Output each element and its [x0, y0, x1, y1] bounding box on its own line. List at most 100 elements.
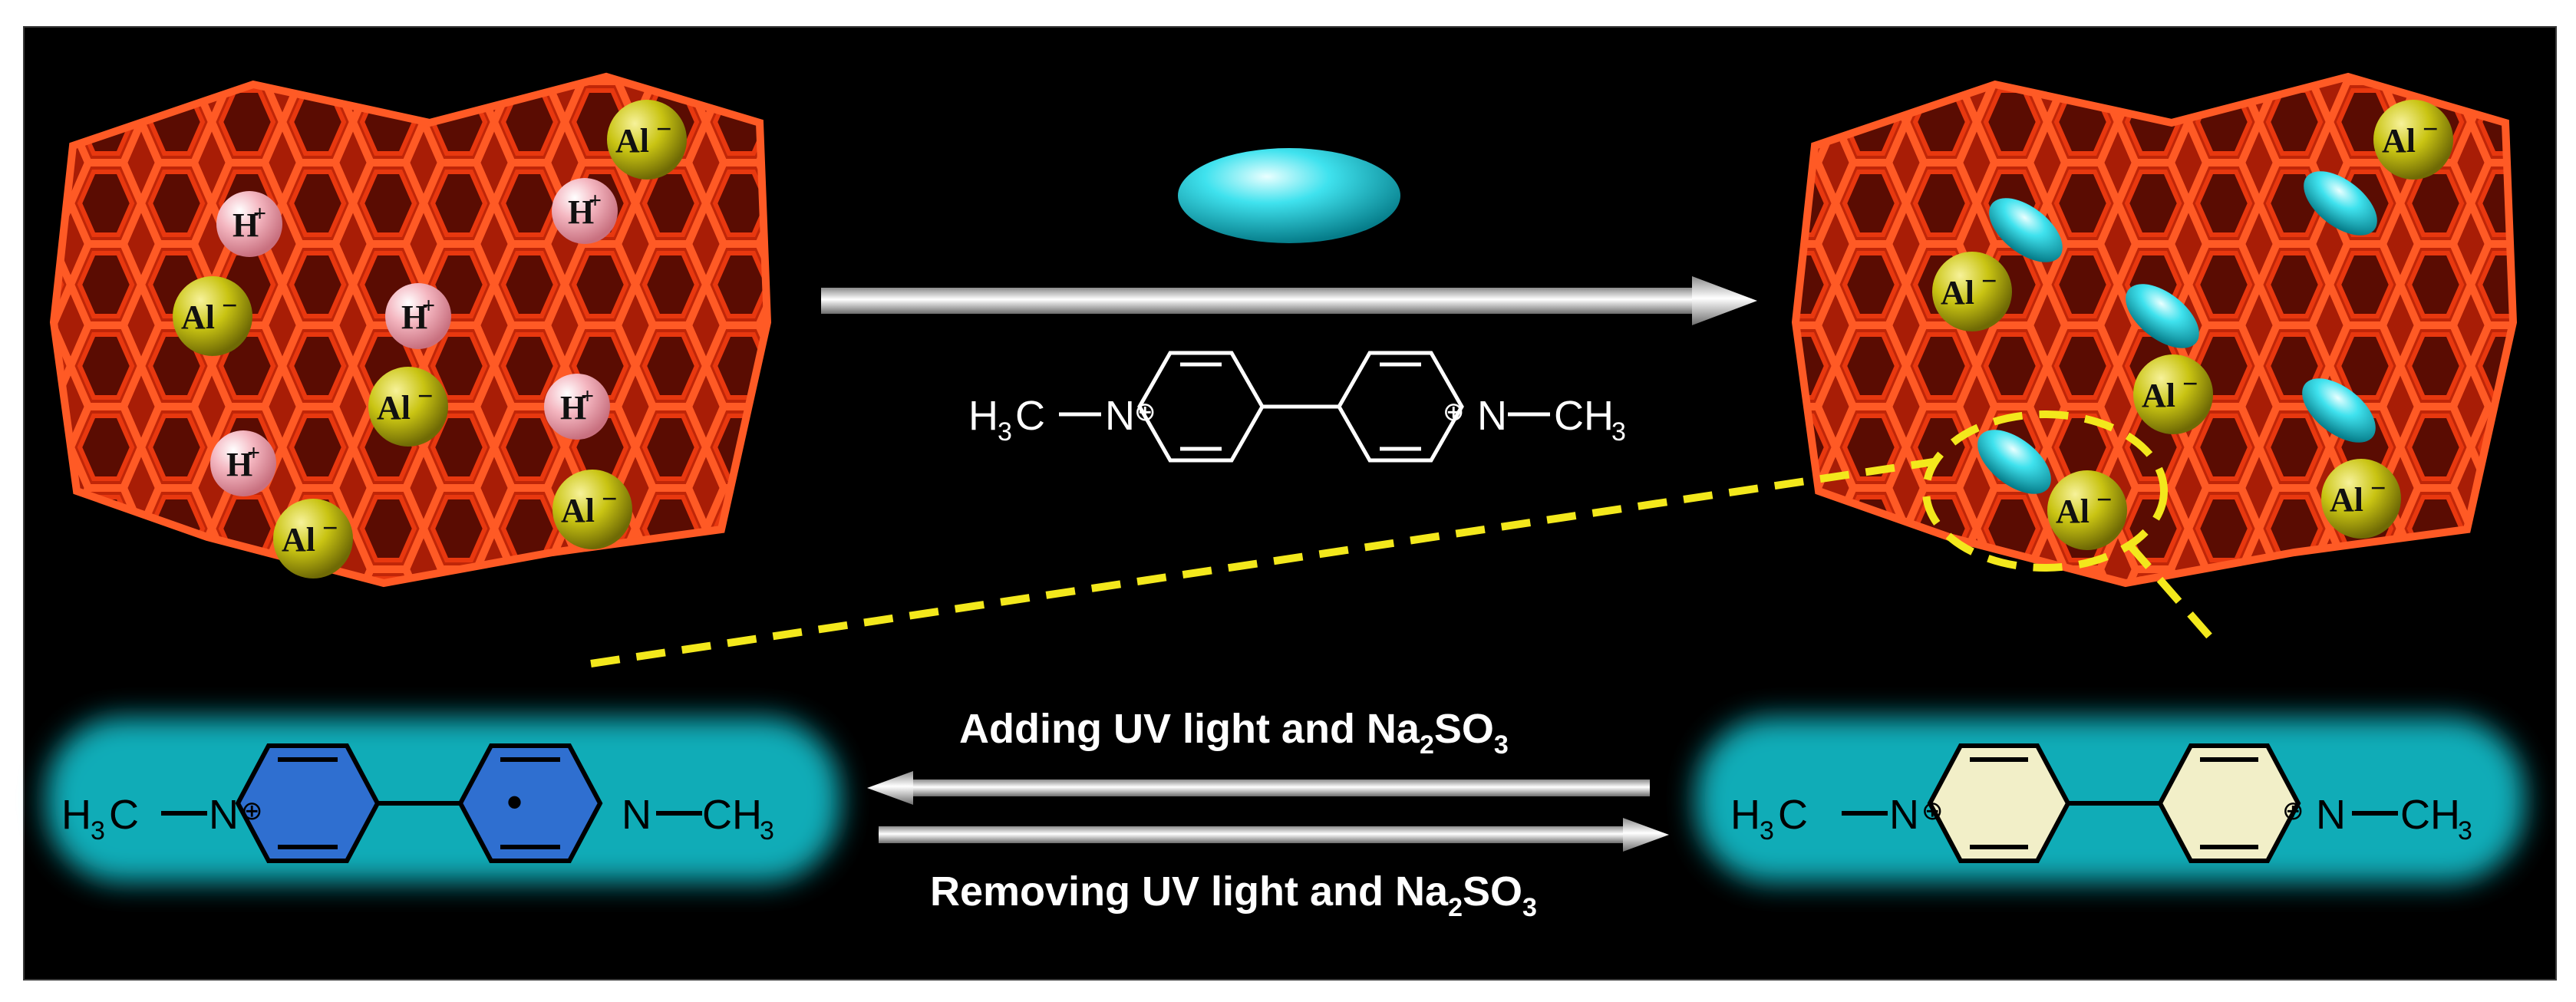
- dication-ring-right: [2157, 743, 2301, 863]
- left-protons: H + H + H + H + H +: [210, 178, 618, 496]
- svg-text:−: −: [2182, 368, 2198, 399]
- radical-ring-right: [457, 743, 603, 863]
- svg-text:+: +: [247, 440, 260, 466]
- svg-text:⊕: ⊕: [1134, 397, 1156, 427]
- svg-text:−: −: [222, 290, 238, 321]
- svg-text:C: C: [1778, 792, 1808, 838]
- svg-text:Al: Al: [2330, 481, 2363, 519]
- adsorbed-guest: [2304, 171, 2377, 236]
- zoom-indicator: [590, 410, 2213, 667]
- aluminum-sphere: Al −: [368, 367, 448, 447]
- svg-text:H: H: [568, 193, 594, 231]
- top-viologen-structure: [1059, 351, 1550, 463]
- svg-text:CH: CH: [2400, 792, 2460, 838]
- aluminum-sphere: Al −: [552, 470, 632, 549]
- adsorption-arrow: [821, 276, 1757, 325]
- svg-text:H: H: [1730, 792, 1760, 838]
- guest-molecule-ellipsoid: [1178, 148, 1400, 243]
- svg-text:⊕: ⊕: [2282, 796, 2304, 826]
- svg-text:−: −: [322, 513, 338, 543]
- svg-text:N: N: [1889, 792, 1919, 838]
- svg-text:3: 3: [760, 816, 774, 845]
- top-viologen-labels: H 3 C N ⊕ ⊕ N CH 3: [968, 393, 1626, 447]
- adsorbed-guest: [1989, 198, 2063, 262]
- zoom-line-left: [590, 458, 1934, 667]
- cyan-glow: [1696, 717, 2525, 882]
- svg-text:N: N: [2316, 792, 2346, 838]
- right-aluminum-sites: Al − Al − Al − Al − Al −: [1932, 100, 2453, 550]
- aluminum-sphere: Al −: [2133, 354, 2213, 434]
- svg-text:3: 3: [998, 417, 1012, 447]
- svg-text:Al: Al: [561, 492, 595, 529]
- svg-text:3: 3: [2458, 816, 2472, 845]
- svg-text:+: +: [581, 384, 594, 409]
- aluminum-sphere: Al −: [607, 100, 687, 180]
- radical-cation-viologen: H 3 C N ⊕ • N CH 3: [46, 717, 840, 882]
- svg-text:−: −: [656, 114, 672, 144]
- proton-sphere: H +: [544, 374, 610, 440]
- svg-text:Al: Al: [181, 298, 215, 336]
- adsorbed-guest: [2302, 378, 2376, 443]
- zoom-line-right: [2126, 542, 2213, 640]
- left-aluminum-sites: Al − Al − Al − Al − Al −: [173, 100, 687, 578]
- svg-text:+: +: [253, 201, 266, 226]
- proton-sphere: H +: [216, 191, 282, 257]
- proton-sphere: H +: [210, 430, 276, 496]
- svg-text:−: −: [2096, 484, 2113, 515]
- cyan-glow: [46, 717, 840, 882]
- svg-text:−: −: [602, 483, 618, 514]
- svg-text:N: N: [209, 792, 239, 838]
- right-pyridinium-ring: [1337, 351, 1464, 463]
- svg-text:⊕: ⊕: [1443, 397, 1465, 427]
- aluminum-sphere: Al −: [2047, 470, 2127, 550]
- svg-text:H: H: [968, 393, 998, 439]
- oxidation-arrow: [879, 818, 1669, 852]
- svg-text:H: H: [233, 206, 259, 244]
- aluminum-sphere: Al −: [173, 276, 252, 356]
- svg-text:−: −: [2423, 114, 2439, 144]
- dication-viologen: H 3 C N ⊕ ⊕ N CH 3: [1696, 717, 2525, 882]
- aluminum-sphere: Al −: [2373, 100, 2453, 180]
- adding-caption: Adding UV light and Na2SO3: [959, 706, 1509, 760]
- svg-text:⊕: ⊕: [241, 796, 263, 826]
- svg-text:−: −: [2370, 473, 2386, 503]
- svg-text:Al: Al: [377, 389, 411, 427]
- svg-text:3: 3: [1760, 816, 1774, 845]
- svg-text:Al: Al: [2142, 377, 2175, 414]
- proton-sphere: H +: [552, 178, 618, 244]
- svg-text:H: H: [401, 298, 427, 336]
- svg-text:−: −: [417, 381, 434, 411]
- svg-text:Al: Al: [2382, 122, 2416, 160]
- right-guest-molecules: [1977, 171, 2377, 494]
- left-pyridinium-ring: [1137, 351, 1265, 463]
- svg-text:Al: Al: [615, 122, 649, 160]
- svg-text:3: 3: [1611, 417, 1626, 447]
- svg-text:Al: Al: [2056, 493, 2089, 530]
- svg-text:C: C: [109, 792, 139, 838]
- aluminum-sphere: Al −: [273, 499, 353, 578]
- svg-text:•: •: [506, 776, 523, 828]
- adsorbed-guest: [2126, 284, 2199, 348]
- svg-text:3: 3: [91, 816, 105, 845]
- svg-text:N: N: [622, 792, 651, 838]
- dication-ring-left: [1927, 743, 2071, 863]
- svg-text:+: +: [589, 188, 602, 213]
- svg-text:C: C: [1015, 393, 1045, 439]
- svg-text:Al: Al: [282, 521, 315, 559]
- svg-text:Al: Al: [1941, 274, 1974, 311]
- svg-text:N: N: [1105, 393, 1135, 439]
- aluminum-sphere: Al −: [2321, 459, 2401, 539]
- svg-text:+: +: [422, 293, 435, 318]
- zoom-circle: [1922, 410, 2168, 572]
- svg-text:N: N: [1477, 393, 1507, 439]
- svg-text:⊕: ⊕: [1921, 796, 1944, 826]
- svg-text:H: H: [61, 792, 91, 838]
- svg-text:H: H: [226, 446, 252, 483]
- svg-text:CH: CH: [702, 792, 762, 838]
- reduction-arrow: [867, 771, 1650, 805]
- proton-sphere: H +: [385, 283, 451, 349]
- adsorbed-guest: [1977, 430, 2051, 494]
- svg-text:H: H: [560, 389, 586, 427]
